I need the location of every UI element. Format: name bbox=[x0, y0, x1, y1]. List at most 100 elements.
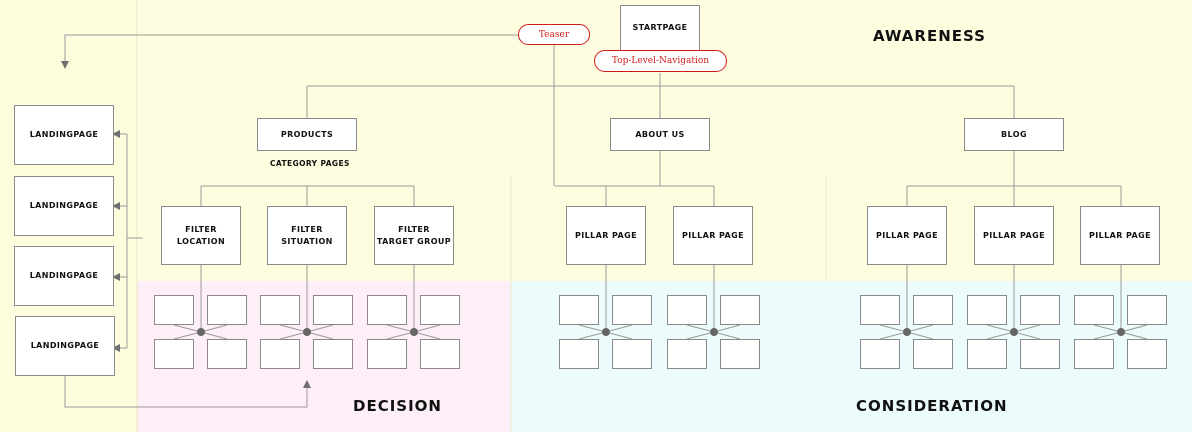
branch-line bbox=[1120, 324, 1148, 333]
junction-dot bbox=[410, 328, 418, 336]
pillar-page-label: PILLAR PAGE bbox=[682, 230, 744, 240]
detail-page-box[interactable] bbox=[967, 295, 1007, 325]
detail-page-box[interactable] bbox=[154, 295, 194, 325]
junction-dot bbox=[303, 328, 311, 336]
detail-page-box[interactable] bbox=[860, 295, 900, 325]
teaser-label: Teaser bbox=[538, 29, 570, 40]
landingpage-box[interactable]: LANDINGPAGE bbox=[15, 316, 115, 376]
top-level-navigation-pill[interactable]: Top-Level-Navigation bbox=[594, 50, 727, 72]
branch-line bbox=[605, 331, 633, 340]
branch-line bbox=[713, 324, 741, 333]
landingpage-label: LANDINGPAGE bbox=[29, 201, 99, 210]
detail-page-box[interactable] bbox=[967, 339, 1007, 369]
junction-dot bbox=[1010, 328, 1018, 336]
branch-line bbox=[686, 324, 715, 333]
detail-page-box[interactable] bbox=[207, 339, 247, 369]
junction-dot bbox=[710, 328, 718, 336]
branch-line bbox=[200, 331, 228, 340]
detail-page-box[interactable] bbox=[667, 295, 707, 325]
filter-location-box[interactable]: FILTER LOCATION bbox=[161, 206, 241, 265]
detail-page-box[interactable] bbox=[1127, 295, 1167, 325]
landingpage-box[interactable]: LANDINGPAGE bbox=[14, 105, 114, 165]
branch-line bbox=[986, 331, 1015, 340]
filter-situation-label: FILTER SITUATION bbox=[281, 224, 333, 246]
detail-page-box[interactable] bbox=[559, 339, 599, 369]
detail-page-box[interactable] bbox=[667, 339, 707, 369]
startpage-label: STARTPAGE bbox=[632, 23, 688, 32]
blog-box[interactable]: BLOG bbox=[964, 118, 1064, 151]
awareness-label: AWARENESS bbox=[873, 27, 986, 45]
branch-line bbox=[1120, 331, 1148, 340]
pillar-page-label: PILLAR PAGE bbox=[876, 230, 938, 240]
detail-page-box[interactable] bbox=[720, 339, 760, 369]
detail-page-box[interactable] bbox=[860, 339, 900, 369]
detail-page-box[interactable] bbox=[260, 295, 300, 325]
filter-target-group-box[interactable]: FILTER TARGET GROUP bbox=[374, 206, 454, 265]
junction-dot bbox=[602, 328, 610, 336]
products-label: PRODUCTS bbox=[280, 129, 334, 139]
branch-line bbox=[986, 324, 1015, 333]
branch-line bbox=[306, 324, 334, 333]
branch-line bbox=[713, 331, 741, 340]
branch-line bbox=[1013, 324, 1041, 333]
detail-page-box[interactable] bbox=[420, 295, 460, 325]
branch-line bbox=[879, 331, 908, 340]
detail-page-box[interactable] bbox=[367, 295, 407, 325]
branch-line bbox=[1013, 331, 1041, 340]
teaser-pill[interactable]: Teaser bbox=[518, 24, 590, 45]
detail-page-box[interactable] bbox=[913, 339, 953, 369]
about-us-label: ABOUT US bbox=[635, 129, 685, 139]
branch-line bbox=[413, 331, 441, 340]
landingpage-label: LANDINGPAGE bbox=[29, 130, 99, 139]
branch-line bbox=[200, 324, 228, 333]
detail-page-box[interactable] bbox=[154, 339, 194, 369]
decision-label: DECISION bbox=[353, 397, 442, 415]
about-us-box[interactable]: ABOUT US bbox=[610, 118, 710, 151]
landingpage-box[interactable]: LANDINGPAGE bbox=[14, 176, 114, 236]
pillar-page-label: PILLAR PAGE bbox=[1089, 230, 1151, 240]
detail-page-box[interactable] bbox=[1074, 339, 1114, 369]
detail-page-box[interactable] bbox=[1074, 295, 1114, 325]
detail-page-box[interactable] bbox=[559, 295, 599, 325]
branch-line bbox=[906, 331, 934, 340]
detail-page-box[interactable] bbox=[367, 339, 407, 369]
detail-page-box[interactable] bbox=[313, 339, 353, 369]
blog-label: BLOG bbox=[1001, 129, 1027, 139]
pillar-page-box[interactable]: PILLAR PAGE bbox=[673, 206, 753, 265]
branch-line bbox=[279, 331, 308, 340]
branch-line bbox=[1093, 331, 1122, 340]
branch-line bbox=[578, 331, 607, 340]
detail-page-box[interactable] bbox=[420, 339, 460, 369]
branch-line bbox=[173, 331, 202, 340]
detail-page-box[interactable] bbox=[720, 295, 760, 325]
landingpage-label: LANDINGPAGE bbox=[29, 271, 99, 280]
top-level-navigation-label: Top-Level-Navigation bbox=[611, 56, 710, 66]
detail-page-box[interactable] bbox=[612, 295, 652, 325]
products-box[interactable]: PRODUCTS bbox=[257, 118, 357, 151]
branch-line bbox=[386, 331, 415, 340]
branch-line bbox=[578, 324, 607, 333]
landingpage-label: LANDINGPAGE bbox=[30, 341, 100, 350]
consideration-label: CONSIDERATION bbox=[856, 397, 1008, 415]
pillar-page-label: PILLAR PAGE bbox=[983, 230, 1045, 240]
pillar-page-box[interactable]: PILLAR PAGE bbox=[974, 206, 1054, 265]
pillar-page-box[interactable]: PILLAR PAGE bbox=[566, 206, 646, 265]
detail-page-box[interactable] bbox=[260, 339, 300, 369]
detail-page-box[interactable] bbox=[1020, 339, 1060, 369]
detail-page-box[interactable] bbox=[1127, 339, 1167, 369]
detail-page-box[interactable] bbox=[313, 295, 353, 325]
detail-page-box[interactable] bbox=[207, 295, 247, 325]
filter-situation-box[interactable]: FILTER SITUATION bbox=[267, 206, 347, 265]
branch-line bbox=[1093, 324, 1122, 333]
branch-line bbox=[386, 324, 415, 333]
pillar-page-box[interactable]: PILLAR PAGE bbox=[1080, 206, 1160, 265]
detail-page-box[interactable] bbox=[913, 295, 953, 325]
pillar-page-box[interactable]: PILLAR PAGE bbox=[867, 206, 947, 265]
detail-page-box[interactable] bbox=[612, 339, 652, 369]
branch-line bbox=[906, 324, 934, 333]
landingpage-box[interactable]: LANDINGPAGE bbox=[14, 246, 114, 306]
branch-line bbox=[686, 331, 715, 340]
detail-page-box[interactable] bbox=[1020, 295, 1060, 325]
